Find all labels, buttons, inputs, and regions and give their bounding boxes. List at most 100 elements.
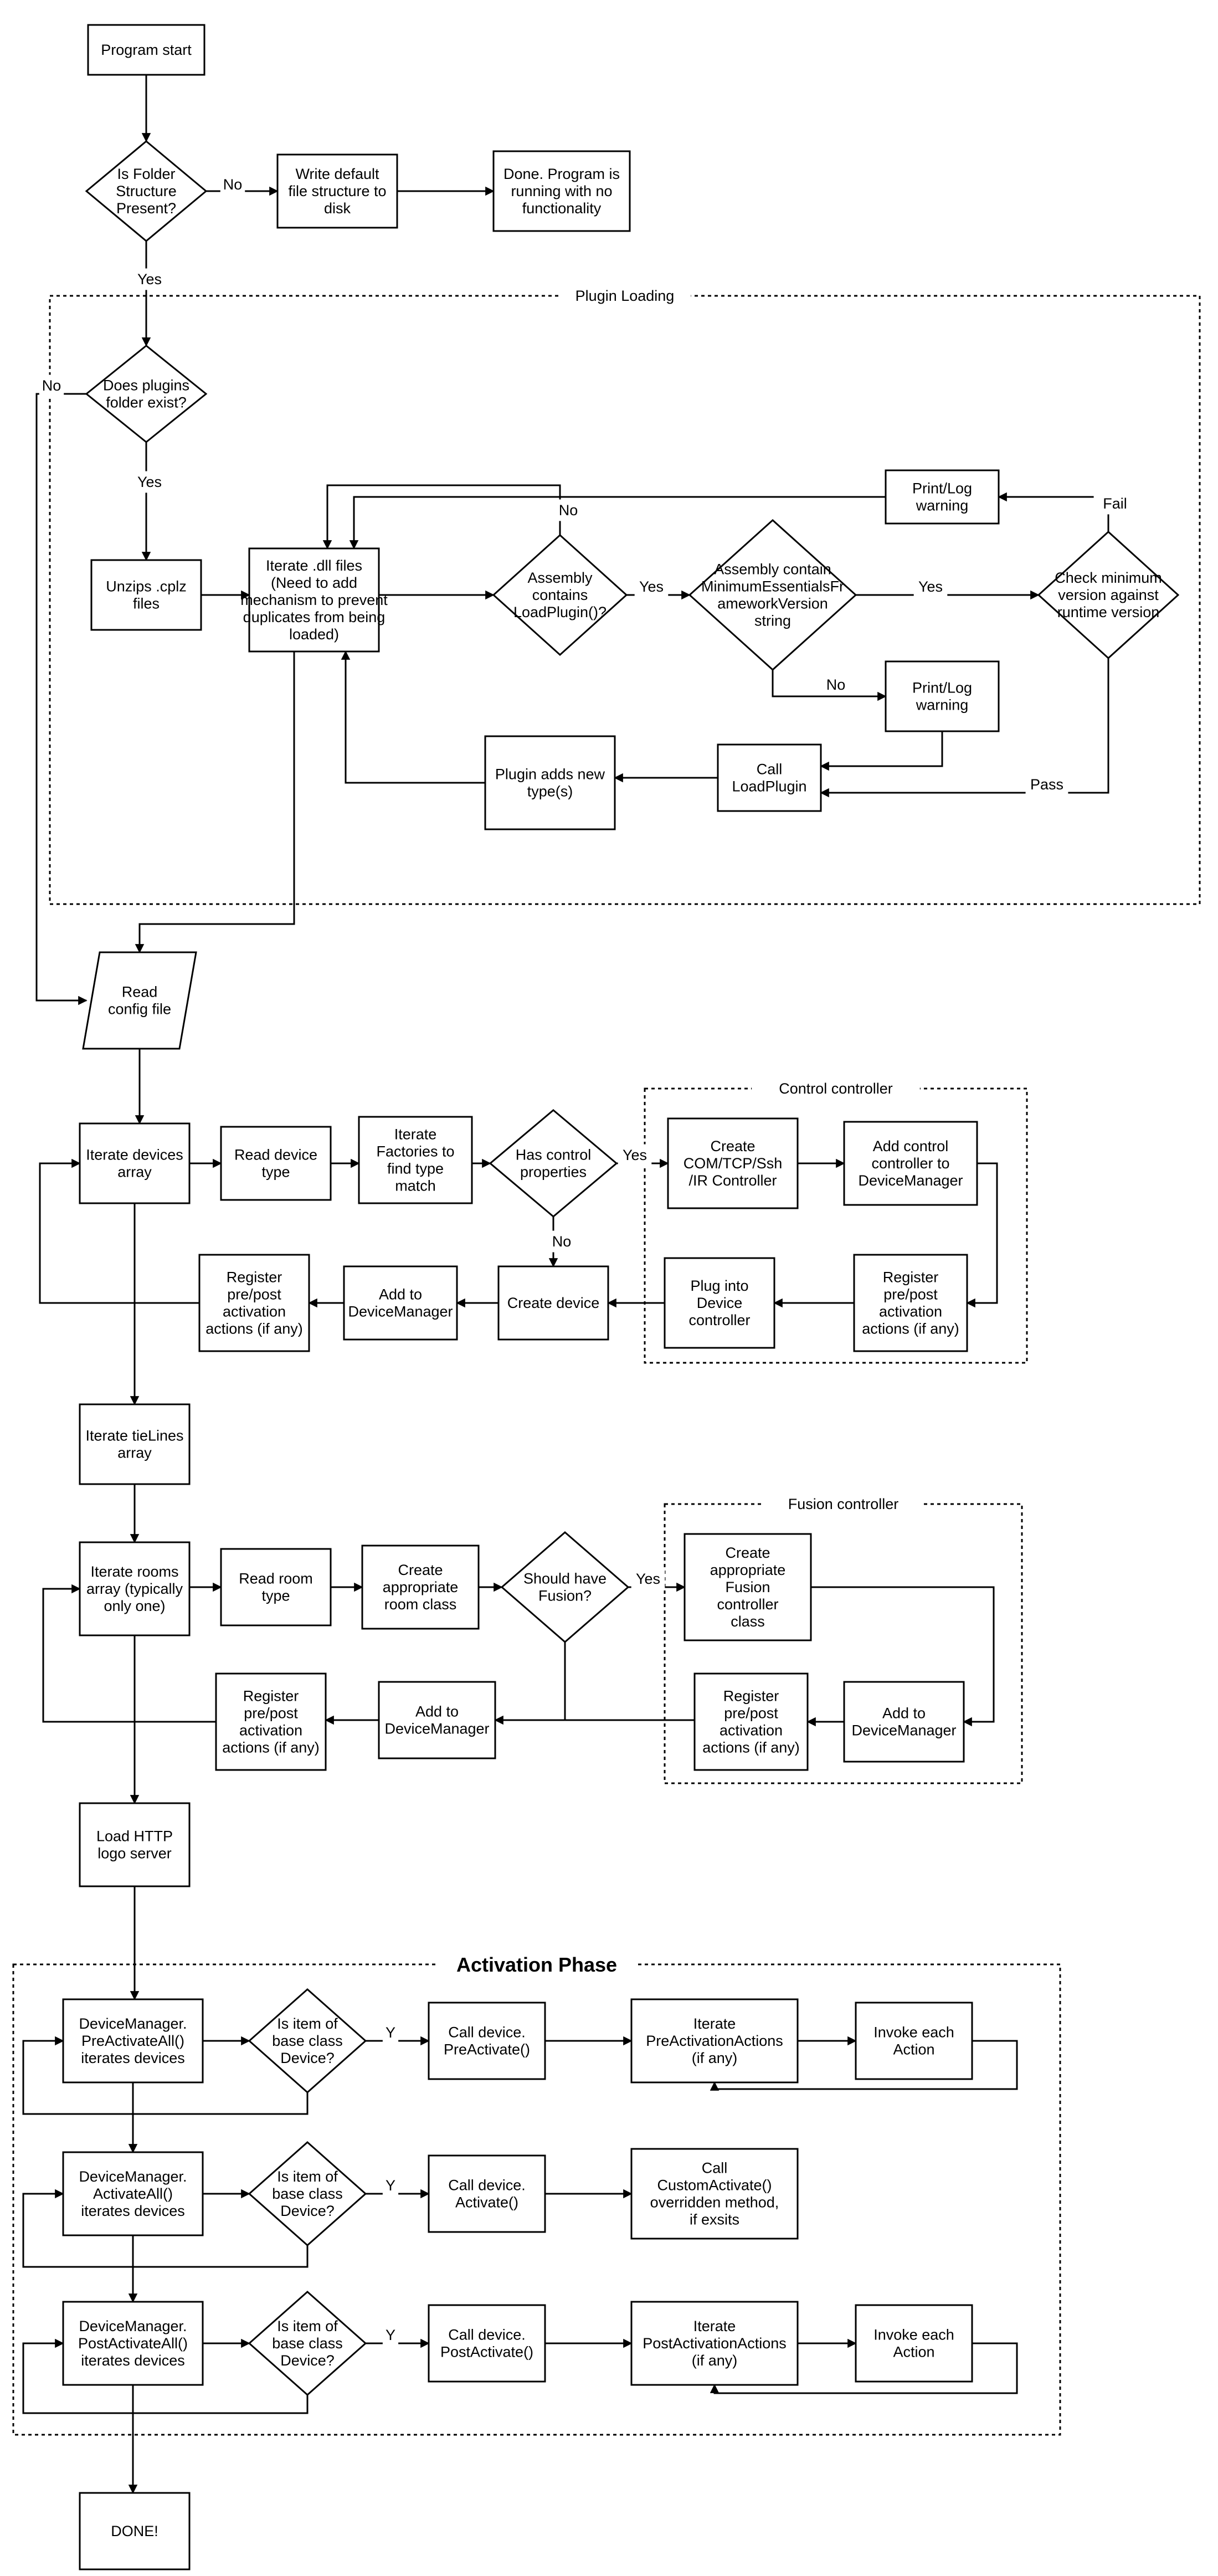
assembly-minversion-decision-shape xyxy=(688,519,857,671)
activation-phase-container-border xyxy=(12,1963,1061,2436)
label-background xyxy=(1093,492,1137,515)
edge-16 xyxy=(820,658,1109,798)
edge-14 xyxy=(772,670,887,701)
create-device-shape xyxy=(497,1265,609,1341)
label-background xyxy=(763,1493,923,1515)
add-to-devicemanager-fusion-shape xyxy=(843,1681,965,1763)
label-background xyxy=(823,674,849,696)
iterate-factories-shape xyxy=(358,1116,473,1204)
plugin-loading-container xyxy=(49,295,1201,905)
read-device-type-shape xyxy=(220,1126,332,1201)
plug-into-device-controller-shape xyxy=(664,1257,775,1349)
label-background xyxy=(132,471,167,493)
done: DONE! xyxy=(79,2492,191,2570)
label-background xyxy=(618,1144,652,1166)
label-background xyxy=(382,2174,399,2197)
done-no-functionality-shape xyxy=(492,150,631,232)
edge-9 xyxy=(322,484,561,550)
activation-phase-container-label: Activation Phase xyxy=(456,1953,617,1976)
edge-50 xyxy=(710,2040,1018,2091)
edge-1-label: No xyxy=(223,176,243,193)
edge-25 xyxy=(966,1162,998,1308)
edge-62 xyxy=(710,2342,1018,2394)
edge-28-label: No xyxy=(552,1233,572,1250)
create-device-label: Create device xyxy=(507,1295,600,1311)
done-label: DONE! xyxy=(111,2523,158,2539)
invoke-each-action-1-shape xyxy=(855,2002,973,2080)
control-controller-container xyxy=(644,1087,1028,1364)
control-controller-container-border xyxy=(644,1087,1028,1364)
edge-51 xyxy=(22,2036,309,2115)
edge-43 xyxy=(42,1584,216,1723)
activation-phase-container xyxy=(12,1963,1061,2436)
label-background xyxy=(132,268,167,290)
call-device-postactivate-label: Call device.PostActivate() xyxy=(440,2326,533,2360)
dm-activateall: DeviceManager.ActivateAll()iterates devi… xyxy=(62,2151,204,2236)
label-background xyxy=(752,1077,920,1100)
register-actions-device-shape xyxy=(198,1254,310,1352)
assembly-loadplugin-decision-shape xyxy=(492,533,628,656)
read-room-type-shape xyxy=(220,1548,332,1626)
create-fusion-controller-shape xyxy=(683,1533,812,1641)
load-http-logo-server-shape xyxy=(79,1802,191,1887)
label-background xyxy=(558,285,691,307)
call-device-activate-label: Call device.Activate() xyxy=(448,2177,526,2210)
dm-postactivateall: DeviceManager.PostActivateAll()iterates … xyxy=(62,2301,204,2386)
edge-15 xyxy=(820,731,943,771)
iterate-postactivationactions-shape xyxy=(630,2301,799,2386)
edge-12 xyxy=(998,492,1109,532)
iterate-dll-files-shape xyxy=(248,547,380,653)
call-device-activate-shape xyxy=(428,2154,546,2233)
print-log-warning-1-shape xyxy=(885,469,1000,525)
create-device: Create device xyxy=(497,1265,609,1341)
edge-4 xyxy=(35,393,88,1005)
dm-preactivateall: DeviceManager.PreActivateAll()iterates d… xyxy=(62,1998,204,2084)
call-device-preactivate-shape xyxy=(428,2002,546,2080)
fusion-controller-container-label: Fusion controller xyxy=(788,1496,899,1512)
edge-5-label: Yes xyxy=(137,474,162,490)
edge-63 xyxy=(22,2338,309,2414)
check-min-version-decision-shape xyxy=(1037,530,1180,660)
